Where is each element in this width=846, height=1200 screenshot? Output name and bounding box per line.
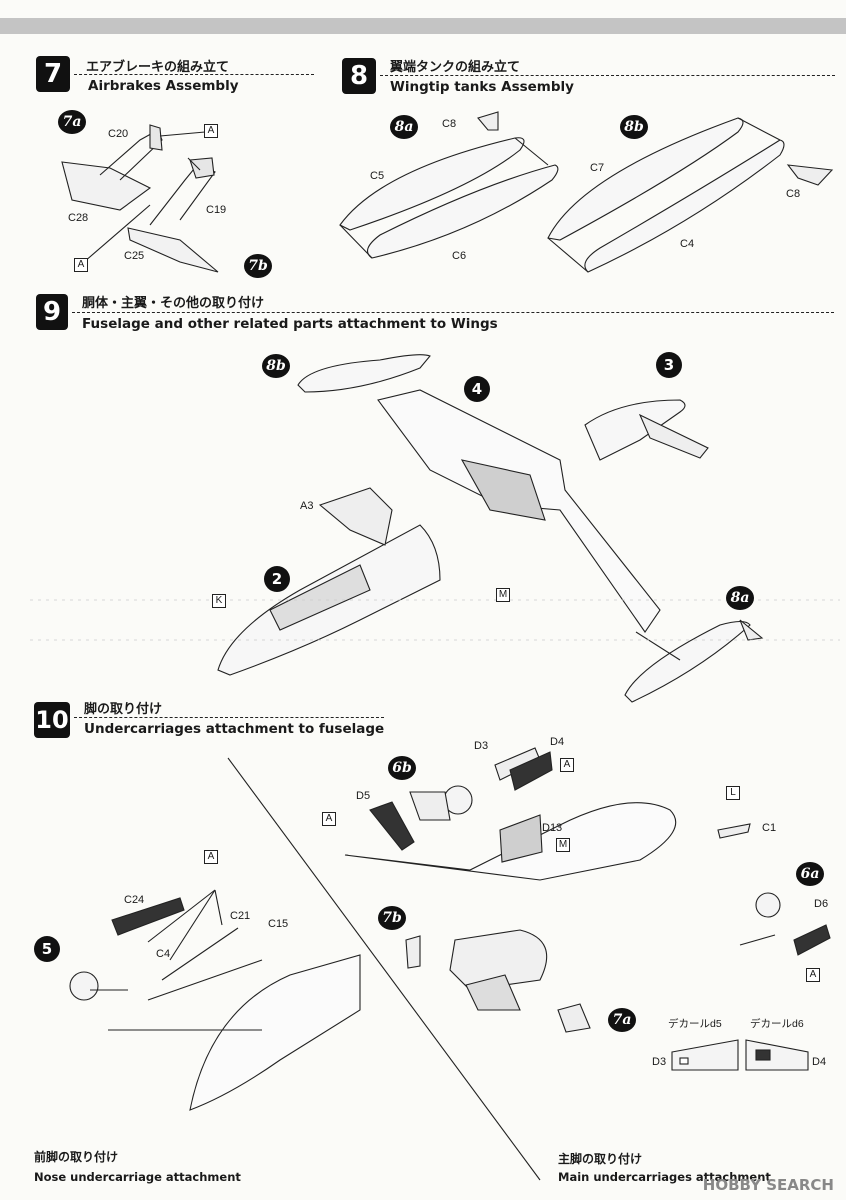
step-8-title-jp: 翼端タンクの組み立て <box>390 60 521 75</box>
step-10-box-l: L <box>726 786 740 800</box>
step-10-ref-5: 5 <box>34 936 60 962</box>
step-10-box-m: M <box>556 838 570 852</box>
step-7-tag-7a: 7a <box>58 110 86 134</box>
step-9-rule <box>72 312 834 313</box>
step-8-part-c4: C4 <box>680 238 695 250</box>
step-10-box-a-d5: A <box>322 812 336 826</box>
step-8-part-c5: C5 <box>370 170 385 182</box>
step-7-number: 7 <box>36 56 70 92</box>
step-9-tag-8b: 8b <box>262 354 290 378</box>
step-7-part-c25: C25 <box>124 250 145 262</box>
step-7-title-jp: エアブレーキの組み立て <box>86 60 230 75</box>
step-8-tag-8a: 8a <box>390 115 418 139</box>
decal-d5-label: デカールd5 <box>668 1018 722 1030</box>
step-9-tag-8a: 8a <box>726 586 754 610</box>
step-9-part-a3: A3 <box>300 500 314 512</box>
step-7-box-a-bottom: A <box>74 258 88 272</box>
step-10-part-c24: C24 <box>124 894 145 906</box>
main-caption-jp: 主脚の取り付け <box>558 1152 643 1166</box>
step-10-box-a-d4: A <box>560 758 574 772</box>
step-10-number: 10 <box>34 702 70 738</box>
step-8-title-en: Wingtip tanks Assembly <box>390 79 574 95</box>
step-8-part-c7: C7 <box>590 162 605 174</box>
step-7-part-c20: C20 <box>108 128 129 140</box>
step-7-part-c19: C19 <box>206 204 227 216</box>
step-7-tag-7b: 7b <box>244 254 272 278</box>
step-8-number: 8 <box>342 58 376 94</box>
step-10-part-d6: D6 <box>814 898 829 910</box>
step-10-part-d4: D4 <box>550 736 565 748</box>
step-10-box-a-d6: A <box>806 968 820 982</box>
step-9-title-jp: 胴体・主翼・その他の取り付け <box>82 296 265 311</box>
step-7-rule <box>74 74 314 75</box>
step-9-title-en: Fuselage and other related parts attachm… <box>82 316 498 332</box>
step-10-title-en: Undercarriages attachment to fuselage <box>84 721 385 737</box>
step-10-part-c21: C21 <box>230 910 251 922</box>
main-caption-en: Main undercarriages attachment <box>558 1170 771 1184</box>
step-9-box-k: K <box>212 594 226 608</box>
step-10-part-d5: D5 <box>356 790 371 802</box>
decal-d6-label: デカールd6 <box>750 1018 804 1030</box>
step-10-part-c15: C15 <box>268 918 289 930</box>
step-8-tag-8b: 8b <box>620 115 648 139</box>
step-8-part-c8a: C8 <box>442 118 457 130</box>
step-9-number: 9 <box>36 294 68 330</box>
decal-part-d3: D3 <box>652 1056 667 1068</box>
step-10-part-d13: D13 <box>542 822 563 834</box>
step-10-part-c1: C1 <box>762 822 777 834</box>
step-10-rule <box>74 717 384 718</box>
watermark: HOBBY SEARCH <box>702 1176 834 1194</box>
step-9-ref-2: 2 <box>264 566 290 592</box>
step-10-part-c4: C4 <box>156 948 171 960</box>
step-8-part-c6: C6 <box>452 250 467 262</box>
step-9-ref-3: 3 <box>656 352 682 378</box>
step-8-rule <box>380 75 835 76</box>
step-10-tag-7b: 7b <box>378 906 406 930</box>
step-10-tag-7a: 7a <box>608 1008 636 1032</box>
nose-caption-en: Nose undercarriage attachment <box>34 1170 241 1184</box>
step-10-title-jp: 脚の取り付け <box>84 702 163 717</box>
step-7-part-c28: C28 <box>68 212 89 224</box>
step-8-part-c8b: C8 <box>786 188 801 200</box>
step-7-title-en: Airbrakes Assembly <box>88 78 239 94</box>
decal-part-d4: D4 <box>812 1056 827 1068</box>
step-9-box-m: M <box>496 588 510 602</box>
step-10-box-a-nose: A <box>204 850 218 864</box>
step-9-ref-4: 4 <box>464 376 490 402</box>
step-10-tag-6b: 6b <box>388 756 416 780</box>
top-gray-bar <box>0 18 846 34</box>
step-10-part-d3: D3 <box>474 740 489 752</box>
nose-caption-jp: 前脚の取り付け <box>34 1150 119 1164</box>
step-7-box-a-top: A <box>204 124 218 138</box>
step-10-tag-6a: 6a <box>796 862 824 886</box>
